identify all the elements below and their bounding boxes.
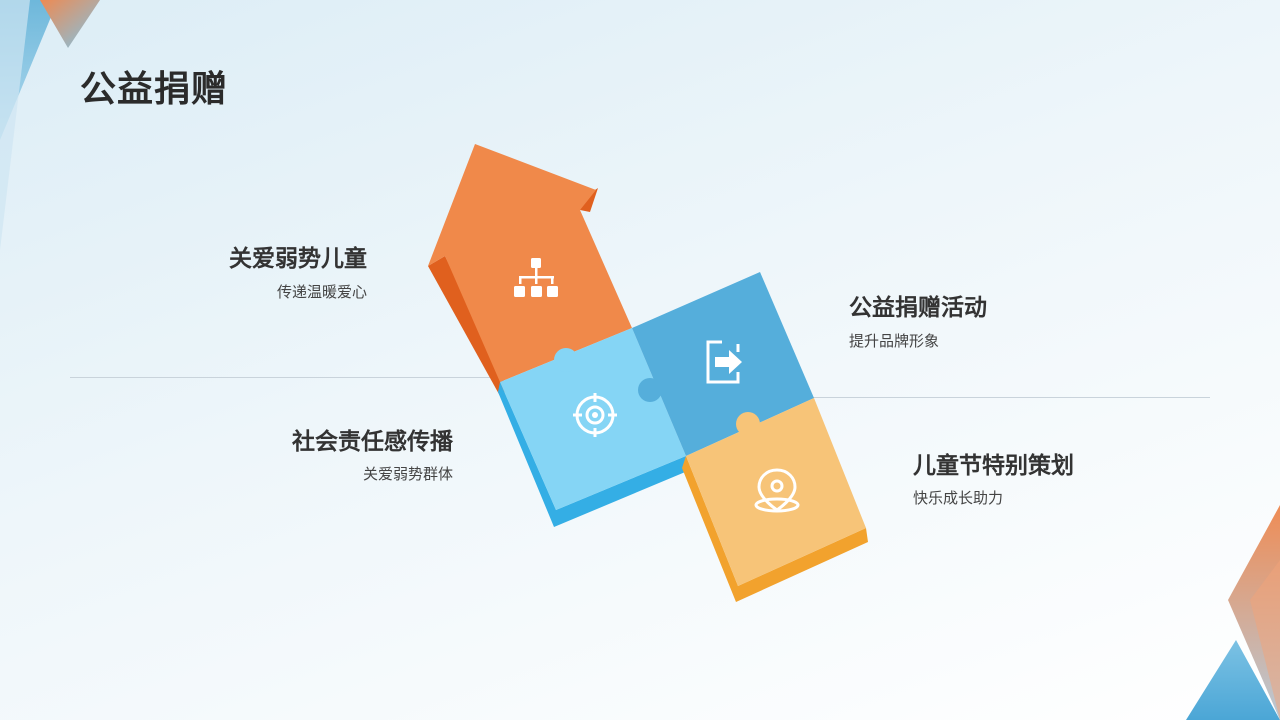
- item-subtitle-social-responsibility: 关爱弱势群体: [362, 465, 453, 483]
- light-blue-depth: [498, 382, 690, 527]
- arrow-head-depth: [580, 188, 598, 212]
- item-subtitle-childrens-day: 快乐成长助力: [913, 489, 1004, 507]
- puzzle-notch-3: [736, 412, 760, 436]
- divider-left: [70, 377, 510, 378]
- item-subtitle-care-children: 传递温暖爱心: [276, 283, 367, 301]
- location-pin-icon: [754, 468, 800, 513]
- puzzle-notch-2: [638, 378, 662, 402]
- item-subtitle-charity-event: 提升品牌形象: [849, 332, 940, 350]
- yellow-depth: [682, 456, 868, 602]
- hierarchy-icon: [514, 258, 558, 297]
- arrow-tile: [428, 144, 632, 382]
- item-title-social-responsibility: 社会责任感传播: [292, 429, 453, 455]
- exit-icon: [706, 340, 740, 384]
- exit-arrow-icon: [715, 350, 742, 374]
- page-title: 公益捐赠: [80, 69, 229, 110]
- divider-right: [800, 397, 1210, 398]
- item-title-charity-event: 公益捐赠活动: [849, 295, 987, 321]
- target-icon: [573, 393, 617, 437]
- light-blue-tile: [500, 328, 686, 510]
- puzzle-notch: [554, 348, 578, 372]
- item-title-childrens-day: 儿童节特别策划: [913, 453, 1074, 479]
- target-center-icon: [592, 412, 598, 418]
- item-title-care-children: 关爱弱势儿童: [229, 246, 367, 272]
- arrow-depth: [428, 256, 508, 396]
